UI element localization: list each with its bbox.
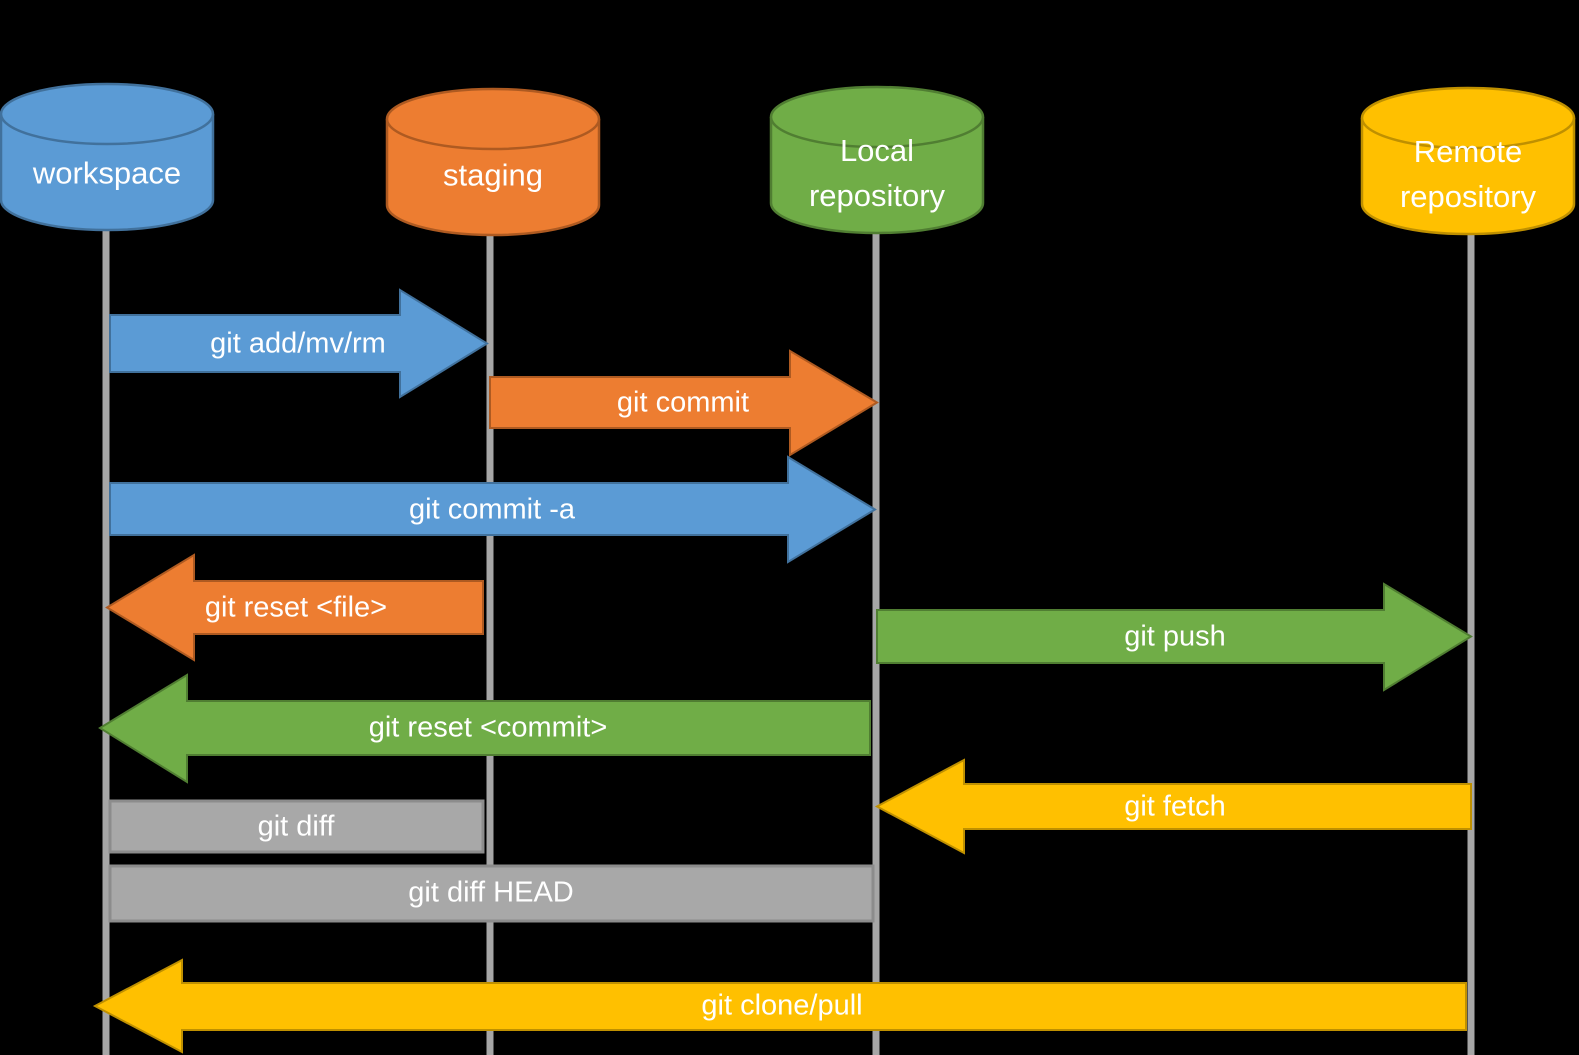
node-local-repository-cylinder <box>769 85 985 235</box>
bar-git-diff-head <box>108 864 875 923</box>
node-workspace-cylinder <box>0 82 215 232</box>
arrow-git-commit-a <box>109 455 877 564</box>
node-staging-cylinder <box>385 87 601 237</box>
arrow-git-commit <box>489 349 879 457</box>
arrow-git-push <box>876 582 1473 692</box>
arrow-git-reset-file <box>105 553 484 662</box>
node-remote-repository-cylinder <box>1360 86 1576 236</box>
bar-git-diff <box>108 799 485 854</box>
arrow-git-fetch <box>874 758 1472 855</box>
arrow-git-reset-commit <box>98 673 871 784</box>
arrow-git-add-mv-rm <box>109 288 489 399</box>
arrow-git-clone-pull <box>92 958 1467 1054</box>
